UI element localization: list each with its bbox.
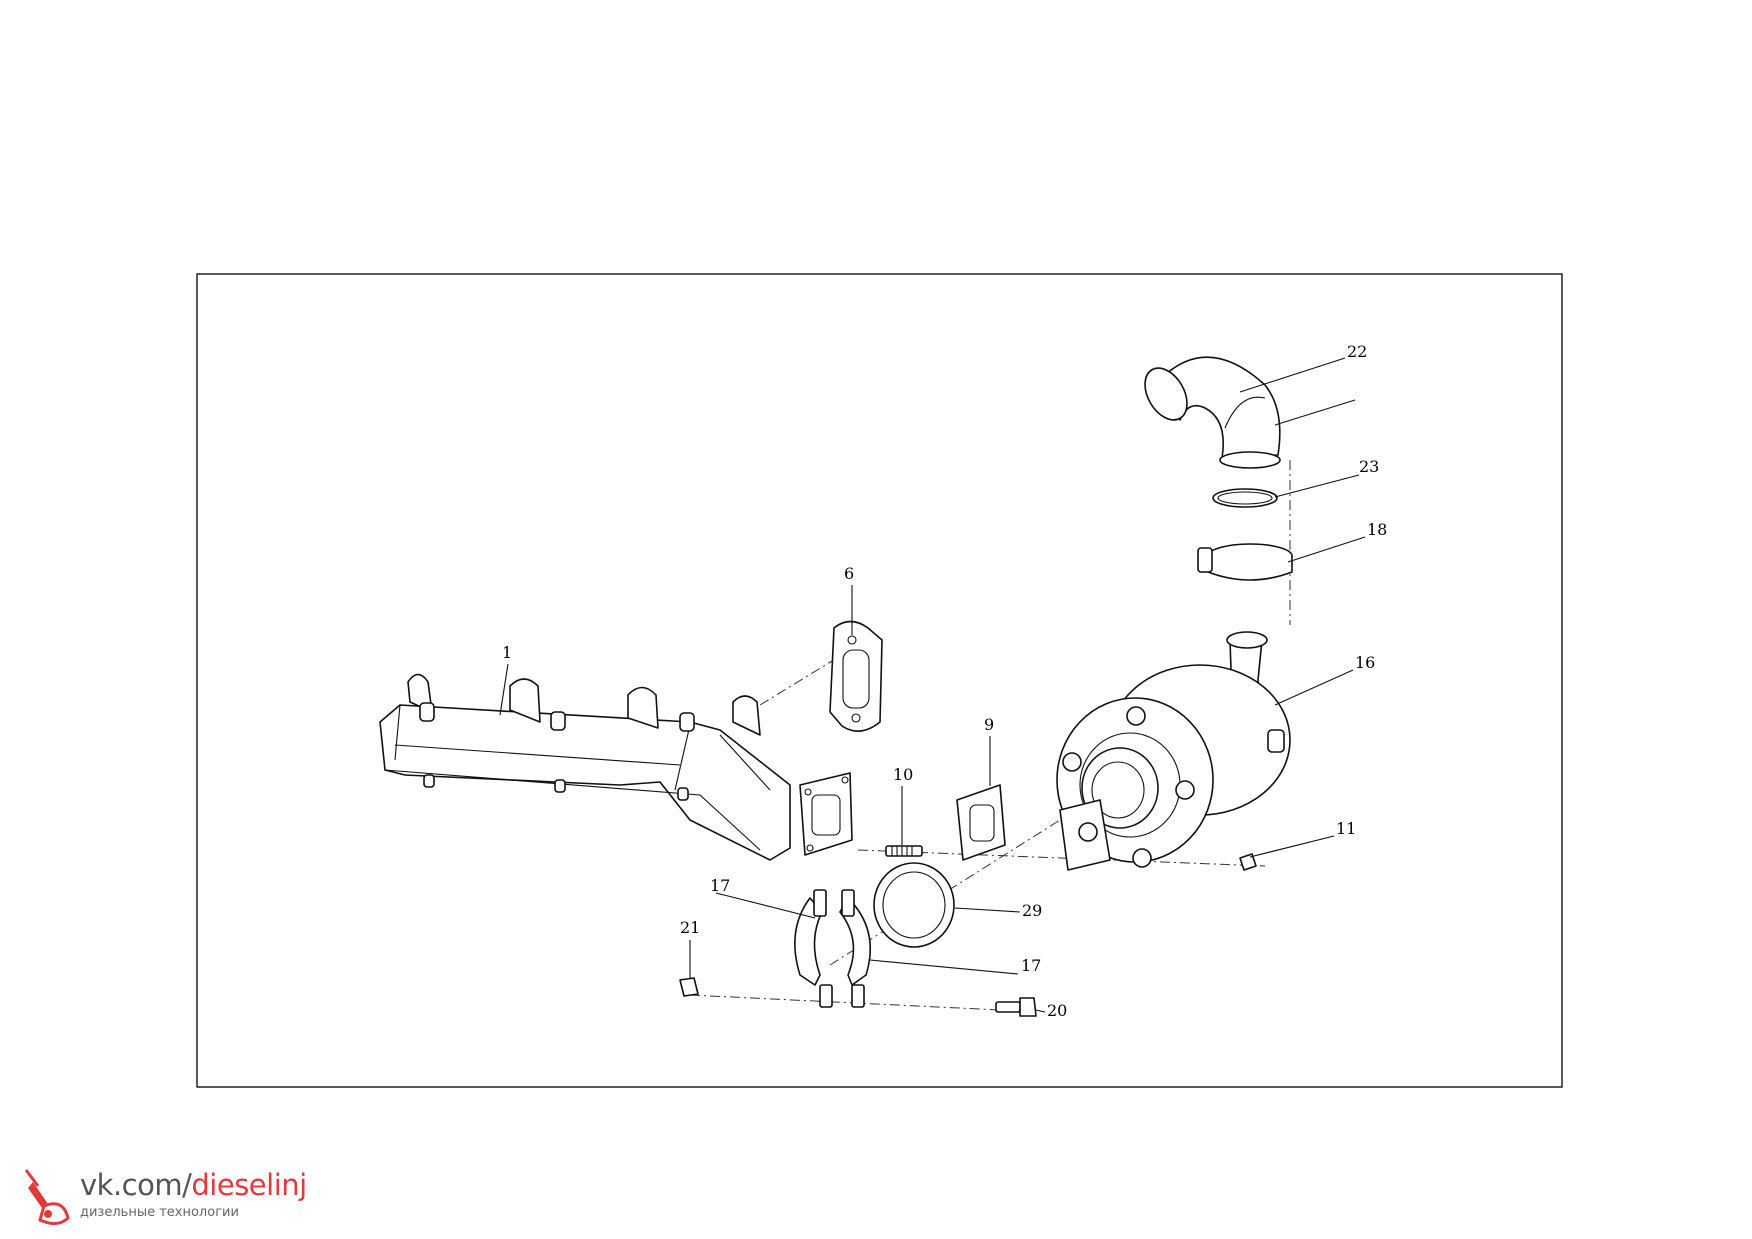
band-clamp [1197,543,1293,581]
label-part-20: 20 [1047,1001,1067,1020]
turbocharger [1056,631,1291,871]
leader-lines [499,357,1366,1013]
drawing-frame [196,273,1563,1088]
flange-nut [1239,853,1257,871]
label-part-1: 1 [502,643,512,662]
ring-gasket [873,862,955,948]
watermark-url[interactable]: vk.com/dieselinj [80,1168,307,1202]
turbo-flange-gasket [956,784,1006,861]
label-part-22: 22 [1347,342,1367,361]
label-part-11: 11 [1336,819,1356,838]
label-part-17-right: 17 [1021,956,1041,975]
label-part-9: 9 [984,715,994,734]
part-labels: 1 6 9 10 11 16 17 17 18 20 21 22 23 29 [502,342,1387,1020]
label-part-16: 16 [1355,653,1375,672]
label-part-21: 21 [680,918,700,937]
watermark-subtitle: дизельные технологии [80,1205,239,1220]
exhaust-manifold [379,673,853,861]
label-part-23: 23 [1359,457,1379,476]
clamp-nut [679,977,699,997]
label-part-17-left: 17 [710,876,730,895]
intake-elbow [1144,356,1281,469]
watermark: vk.com/dieselinj дизельные технологии [18,1168,338,1230]
label-part-6: 6 [844,564,854,583]
v-clamp-halves [794,889,872,1008]
manifold-gasket [829,620,883,732]
label-part-29: 29 [1022,901,1042,920]
stud [885,845,923,857]
label-part-18: 18 [1367,520,1387,539]
injector-logo-icon [24,1169,70,1225]
label-part-10: 10 [893,765,913,784]
clamp-bolt [995,997,1037,1017]
o-ring [1212,488,1278,508]
